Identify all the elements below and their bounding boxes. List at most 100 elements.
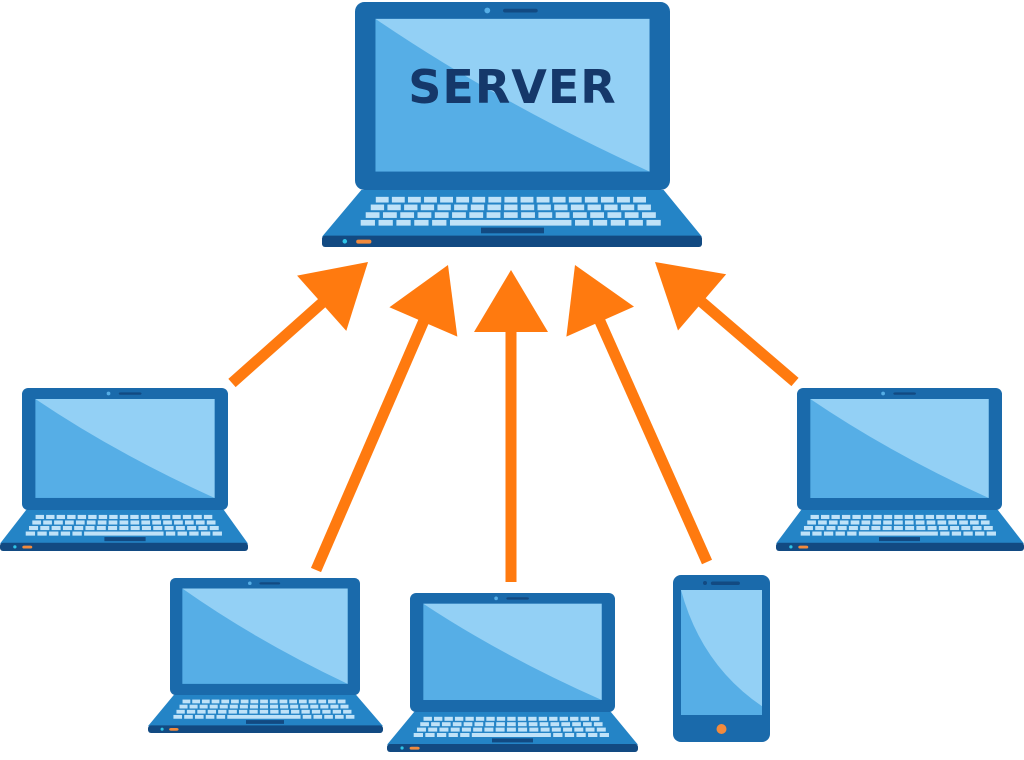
key <box>559 716 568 721</box>
camera-icon <box>703 581 708 585</box>
key <box>593 722 603 727</box>
key <box>967 514 976 520</box>
key <box>520 196 534 203</box>
key <box>570 204 585 211</box>
key <box>231 699 239 704</box>
key <box>915 514 924 520</box>
key <box>424 196 437 203</box>
key <box>432 219 447 226</box>
key <box>218 709 227 714</box>
key <box>56 514 66 520</box>
key <box>871 525 881 531</box>
key <box>119 520 129 525</box>
key <box>375 196 389 203</box>
key <box>507 716 516 721</box>
key <box>270 704 279 709</box>
key <box>604 204 618 211</box>
key <box>574 727 584 732</box>
key <box>461 727 471 732</box>
key <box>378 219 393 226</box>
key <box>807 520 816 525</box>
key <box>431 722 440 727</box>
key <box>200 531 211 536</box>
key <box>452 722 462 727</box>
key <box>520 204 535 211</box>
key <box>337 699 346 704</box>
key <box>396 219 411 226</box>
key <box>360 219 375 226</box>
touchpad <box>481 227 544 234</box>
key <box>536 196 550 203</box>
arrow-shaft <box>310 315 431 573</box>
key <box>249 704 258 709</box>
key <box>484 727 494 732</box>
key <box>916 525 926 531</box>
key <box>179 704 188 709</box>
key <box>837 525 847 531</box>
power-led <box>342 239 348 244</box>
key <box>212 531 222 536</box>
key <box>176 709 185 714</box>
key <box>980 520 990 525</box>
key <box>983 525 993 531</box>
key <box>211 699 220 704</box>
key <box>599 733 609 737</box>
key <box>330 704 339 709</box>
key <box>414 219 429 226</box>
key <box>340 704 349 709</box>
key <box>313 714 323 719</box>
key <box>583 722 592 727</box>
speaker <box>506 597 529 600</box>
key <box>538 212 553 218</box>
key <box>570 716 579 721</box>
status-led <box>798 545 809 549</box>
key <box>328 699 336 704</box>
key <box>77 514 87 520</box>
key <box>29 525 39 531</box>
key <box>963 531 973 536</box>
key <box>507 722 516 727</box>
key <box>203 514 213 520</box>
key <box>521 212 535 218</box>
key <box>518 727 528 732</box>
key <box>800 531 810 536</box>
spacebar <box>84 531 164 536</box>
key <box>580 716 589 721</box>
client-phone <box>673 575 770 742</box>
key <box>454 204 468 211</box>
key <box>528 722 538 727</box>
key <box>221 699 230 704</box>
key <box>576 733 586 737</box>
key <box>847 531 857 536</box>
key <box>177 531 187 536</box>
camera-icon <box>484 7 491 14</box>
key <box>882 525 892 531</box>
key <box>428 727 438 732</box>
power-led <box>13 545 17 549</box>
key <box>948 520 958 525</box>
key <box>49 531 59 536</box>
key <box>488 196 502 203</box>
key <box>528 716 537 721</box>
speaker <box>259 582 281 585</box>
key <box>818 520 827 525</box>
key <box>229 704 238 709</box>
key <box>831 514 840 520</box>
key <box>97 520 107 525</box>
key <box>259 709 269 714</box>
key <box>400 212 415 218</box>
key <box>173 714 183 719</box>
key <box>936 514 945 520</box>
key <box>588 733 598 737</box>
key <box>289 699 298 704</box>
key <box>219 704 228 709</box>
key <box>206 520 216 525</box>
spacebar <box>227 714 301 719</box>
key <box>228 709 237 714</box>
key <box>423 716 432 721</box>
key <box>496 716 506 721</box>
key <box>940 531 950 536</box>
key <box>302 714 312 719</box>
key <box>503 212 518 218</box>
key <box>637 204 651 211</box>
